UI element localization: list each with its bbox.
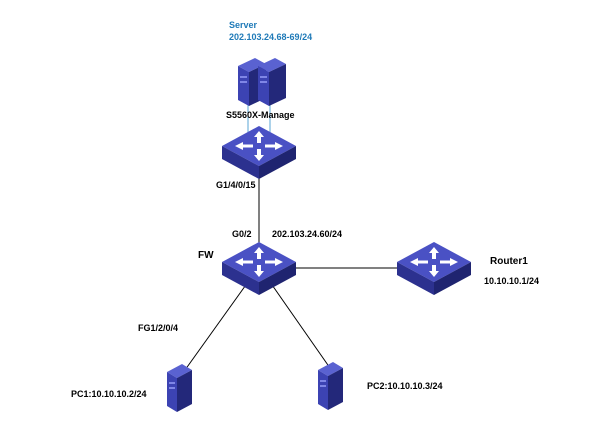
pc1-icon[interactable] [167, 364, 192, 412]
router-name-label: Router1 [490, 256, 528, 267]
fw-port-label: G0/2 [232, 229, 252, 239]
link-fw-pc2 [269, 281, 331, 369]
core-switch-icon[interactable] [222, 126, 296, 179]
server-name-label: Server [229, 20, 258, 30]
fw-name-label: FW [198, 250, 214, 261]
link-fw-pc1 [184, 281, 249, 371]
pc2-icon[interactable] [318, 362, 343, 410]
fw-lower-port-label: FG1/2/0/4 [138, 323, 179, 333]
router-ip-label: 10.10.10.1/24 [484, 276, 540, 286]
pc2-label: PC2:10.10.10.3/24 [367, 381, 443, 391]
router-icon[interactable] [397, 242, 471, 295]
core-switch-name-label: S5560X-Manage [226, 110, 295, 120]
pc1-label: PC1:10.10.10.2/24 [71, 389, 147, 399]
server-ip-label: 202.103.24.68-69/24 [229, 32, 313, 42]
firewall-icon[interactable] [222, 242, 296, 295]
fw-ip-label: 202.103.24.60/24 [272, 229, 343, 239]
server-icon[interactable] [238, 58, 286, 106]
core-switch-port-label: G1/4/0/15 [216, 180, 256, 190]
